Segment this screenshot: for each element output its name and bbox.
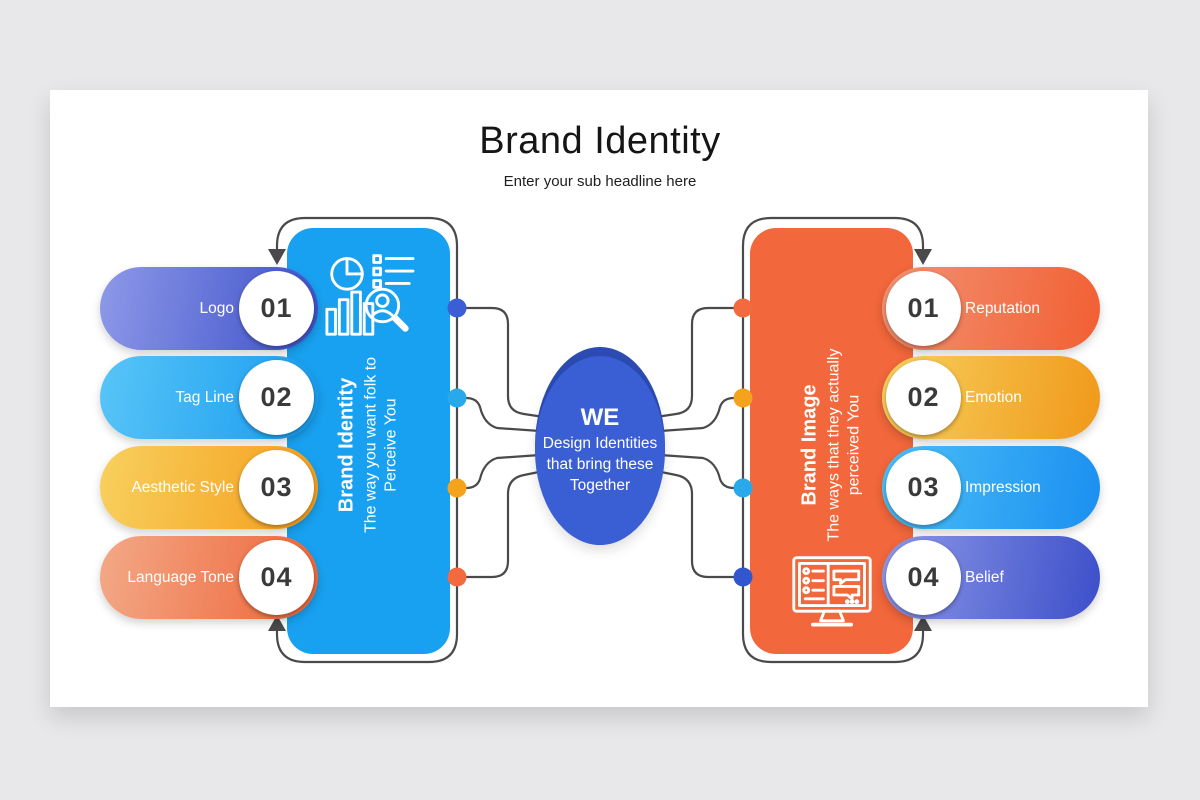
left-panel-title: Brand Identity <box>335 377 358 513</box>
number-badge: 03 <box>886 450 961 525</box>
list-item-label: Language Tone <box>127 568 234 586</box>
center-blob-headline: WE <box>580 404 620 432</box>
right-panel-title: Brand Image <box>798 384 821 506</box>
number-badge: 01 <box>886 271 961 346</box>
list-item-tag-line: Tag Line 02 <box>100 356 318 439</box>
list-item-reputation: 01 Reputation <box>882 267 1100 350</box>
list-item-aesthetic-style: Aesthetic Style 03 <box>100 446 318 529</box>
center-blob-description: Design Identities that bring these Toget… <box>542 435 658 494</box>
list-item-label: Logo <box>199 299 234 317</box>
page-subtitle: Enter your sub headline here <box>503 173 697 190</box>
center-blob: WE Design Identities that bring these To… <box>535 356 665 545</box>
analytics-search-icon <box>324 254 414 336</box>
list-item-belief: 04 Belief <box>882 536 1100 619</box>
list-item-logo: Logo 01 <box>100 267 318 350</box>
list-item-impression: 03 Impression <box>882 446 1100 529</box>
left-panel-text: Brand Identity The way you want folk to … <box>335 329 402 561</box>
monitor-chat-icon <box>791 556 872 627</box>
list-item-label: Reputation <box>965 299 1040 317</box>
number-badge: 03 <box>239 450 314 525</box>
right-panel-text: Brand Image The ways that they actually … <box>798 329 865 561</box>
number-badge: 01 <box>239 271 314 346</box>
list-item-emotion: 02 Emotion <box>882 356 1100 439</box>
number-badge: 04 <box>886 540 961 615</box>
right-panel-description: The ways that they actually perceived Yo… <box>825 348 863 542</box>
number-badge: 02 <box>886 360 961 435</box>
list-item-label: Impression <box>965 478 1041 496</box>
left-panel-description: The way you want folk to Perceive You <box>362 356 400 534</box>
list-item-language-tone: Language Tone 04 <box>100 536 318 619</box>
list-item-label: Aesthetic Style <box>131 478 234 496</box>
number-badge: 02 <box>239 360 314 435</box>
list-item-label: Belief <box>965 568 1004 586</box>
number-badge: 04 <box>239 540 314 615</box>
list-item-label: Tag Line <box>175 388 234 406</box>
list-item-label: Emotion <box>965 388 1022 406</box>
page-title: Brand Identity <box>479 120 721 162</box>
